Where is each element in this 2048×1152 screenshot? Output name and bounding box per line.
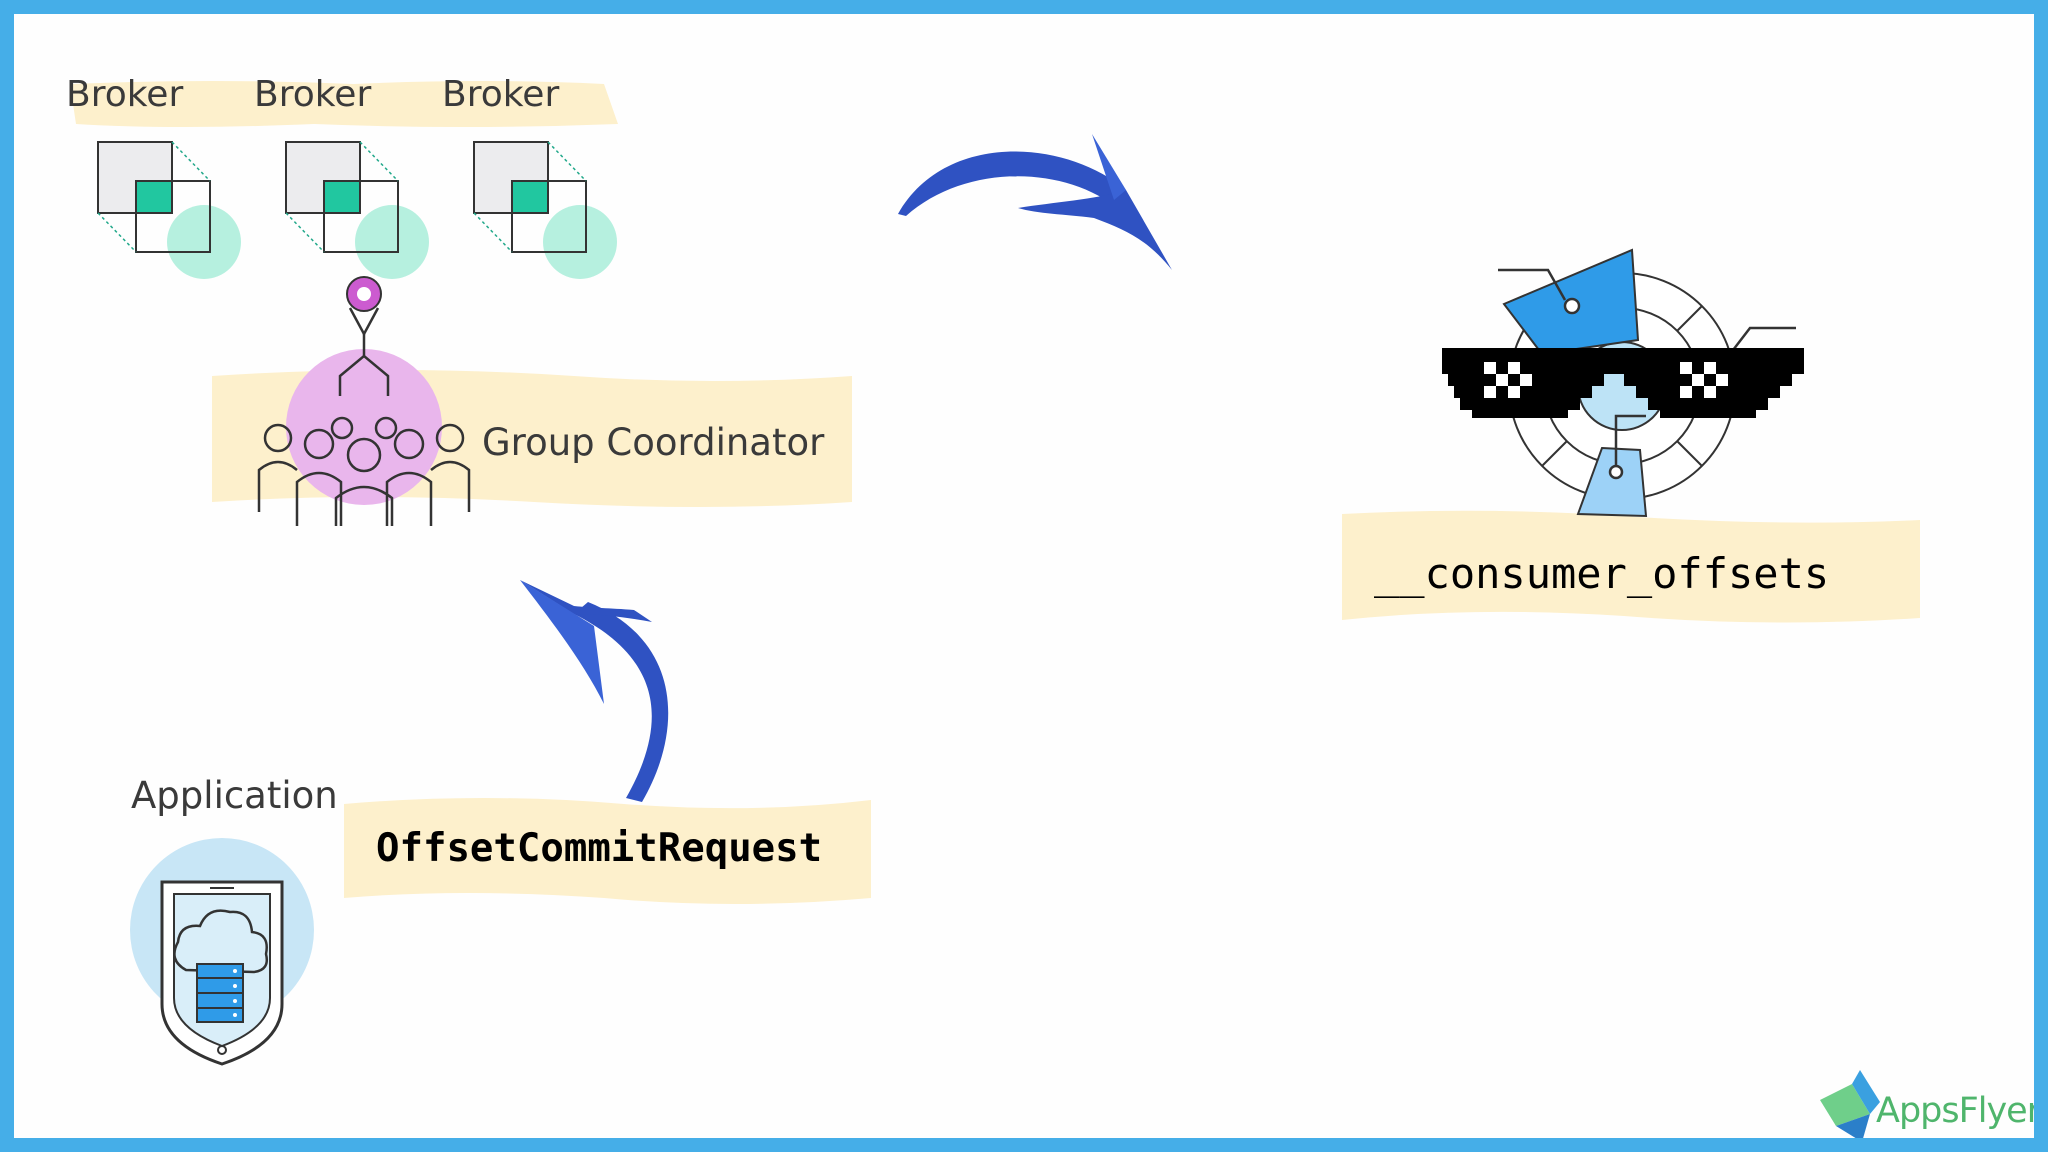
offset-commit-request-label: OffsetCommitRequest bbox=[376, 826, 823, 871]
topic-highlight bbox=[1342, 510, 1920, 623]
broker-icon bbox=[473, 141, 617, 279]
appsflyer-logo-text: AppsFlyer bbox=[1876, 1091, 2041, 1131]
appsflyer-logo-icon bbox=[1820, 1070, 1880, 1138]
application-label: Application bbox=[131, 774, 338, 817]
broker-label-3: Broker bbox=[442, 74, 560, 115]
broker-icon bbox=[97, 141, 241, 279]
pixel-sunglasses-icon bbox=[1442, 348, 1804, 418]
diagram-canvas bbox=[70, 81, 1920, 1138]
broker-label-1: Broker bbox=[66, 74, 184, 115]
group-coordinator-icon bbox=[257, 276, 471, 526]
request-highlight bbox=[344, 798, 871, 904]
broker-icon bbox=[285, 141, 429, 279]
group-coordinator-label: Group Coordinator bbox=[482, 421, 825, 464]
consumer-offsets-icon bbox=[1498, 248, 1796, 518]
broker-label-2: Broker bbox=[254, 74, 372, 115]
arrow-to-consumer-offsets bbox=[898, 134, 1172, 270]
consumer-offsets-label: __consumer_offsets bbox=[1374, 549, 1830, 598]
broker-highlight bbox=[70, 81, 618, 127]
application-cloud-icon bbox=[130, 838, 314, 1066]
arrow-to-group-coordinator bbox=[520, 580, 669, 802]
